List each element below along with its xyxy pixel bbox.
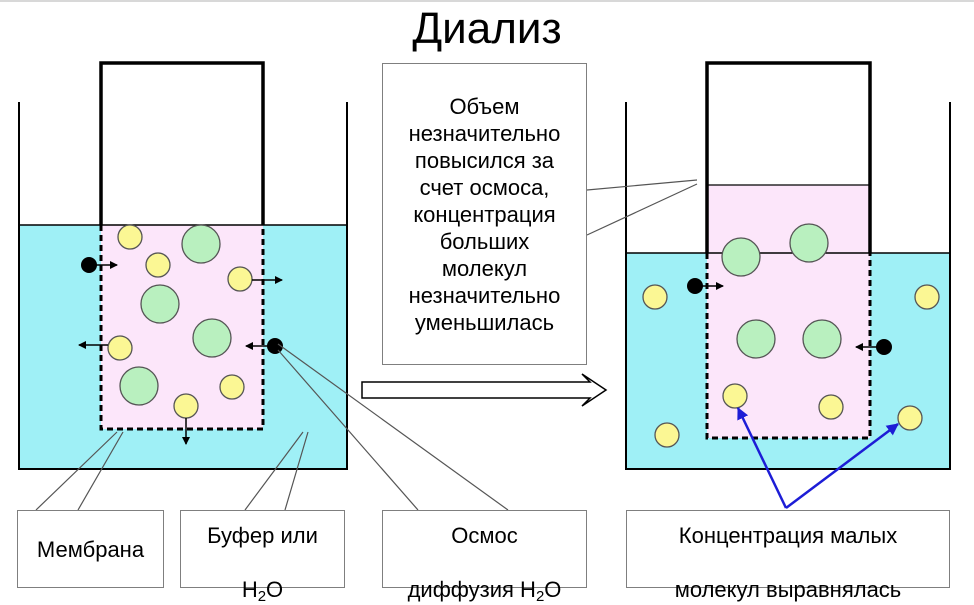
top-border (0, 0, 974, 2)
right-membrane (705, 253, 872, 440)
large-molecule (119, 366, 159, 406)
right-beaker-wall (625, 102, 951, 470)
water-molecule (687, 278, 703, 294)
small-molecule (219, 374, 245, 400)
pointer-arrow (785, 423, 899, 509)
small-molecule (173, 393, 199, 419)
buffer-leader (244, 431, 304, 511)
transition-arrow-icon (361, 373, 608, 407)
small-molecule (642, 284, 668, 310)
left-tube-wall (99, 61, 265, 225)
small-molecule (117, 224, 143, 250)
water-molecule (81, 257, 97, 273)
small-molecule (897, 405, 923, 431)
small-molecule (145, 252, 171, 278)
large-molecule (736, 319, 776, 359)
osmosis-label-line2: диффузия H2O (407, 577, 562, 605)
osmosis-leader (277, 343, 509, 511)
buffer-label-box: Буфер или H2O (180, 510, 345, 604)
buffer-label-line1: Буфер или (207, 523, 318, 548)
left-membrane (99, 225, 265, 431)
result-label-line2: молекул выравнялась (674, 577, 902, 602)
large-molecule (721, 237, 761, 277)
water-molecule (876, 339, 892, 355)
osmosis-label-box: Осмос диффузия H2O (382, 510, 587, 604)
small-molecule (107, 335, 133, 361)
result-pointer-arrows (736, 407, 899, 509)
membrane-leader (77, 431, 124, 511)
large-molecule (140, 284, 180, 324)
left-beaker-wall (18, 102, 348, 470)
large-molecule (192, 318, 232, 358)
small-molecule (654, 422, 680, 448)
small-molecule (914, 284, 940, 310)
diagram-title: Диализ (412, 4, 562, 53)
small-molecule (818, 394, 844, 420)
buffer-formula: H2O (241, 577, 284, 605)
result-label-box: Концентрация малых молекул выравнялась (626, 510, 950, 602)
water-molecule (267, 338, 283, 354)
pointer-arrow (736, 407, 788, 509)
right-beaker (625, 61, 951, 470)
small-molecule (227, 266, 253, 292)
membrane-label-box: Мембрана (17, 510, 164, 588)
result-label-line1: Концентрация малых (678, 523, 898, 548)
osmosis-leader (277, 349, 419, 511)
large-molecule (789, 223, 829, 263)
buffer-leader (284, 431, 309, 511)
left-beaker (18, 61, 348, 470)
note-leader (586, 183, 698, 236)
osmosis-label-line1: Осмос (451, 523, 518, 548)
result-label: Концентрация малых молекул выравнялась (675, 495, 902, 603)
osmosis-label: Осмос диффузия H2O (407, 495, 562, 605)
buffer-label: Буфер или H2O (207, 495, 318, 605)
large-molecule (802, 319, 842, 359)
small-molecule (722, 383, 748, 409)
large-molecule (181, 224, 221, 264)
note-box: Объем незначительно повысился за счет ос… (382, 63, 587, 365)
right-tube-wall (705, 61, 872, 253)
note-leader (586, 179, 698, 191)
membrane-leader (35, 431, 118, 511)
membrane-label: Мембрана (36, 536, 145, 562)
callout-lines (35, 179, 698, 511)
note-text: Объем незначительно повысился за счет ос… (408, 93, 561, 335)
